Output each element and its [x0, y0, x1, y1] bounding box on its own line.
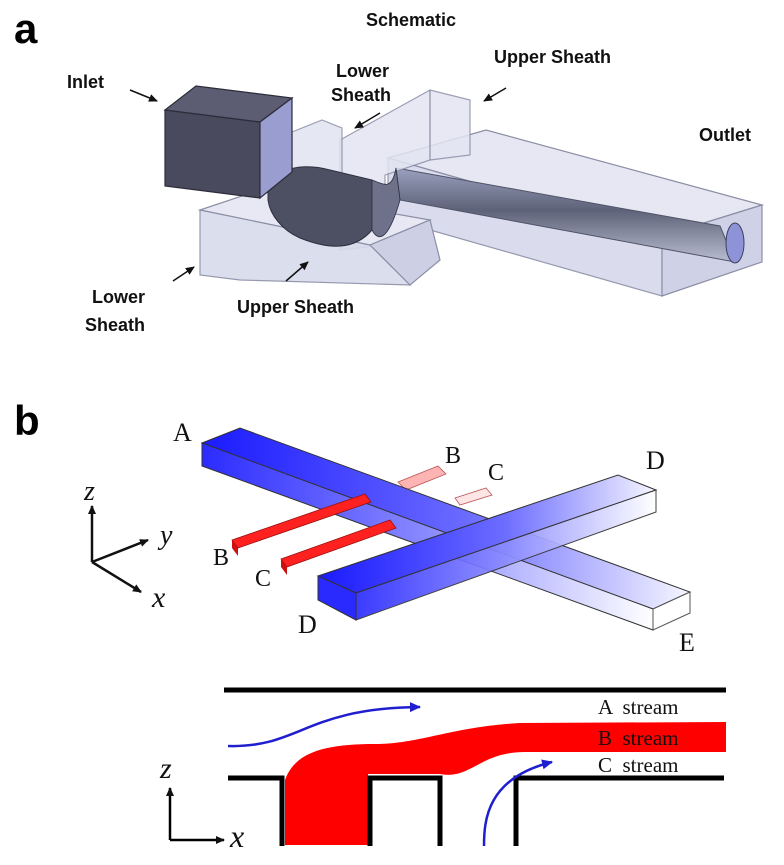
channel-label-e: E [679, 628, 695, 657]
channel-label-c-bottom: C [255, 566, 272, 592]
outlet-ellipse [725, 222, 745, 264]
label-lower-sheath-top-1: Lower [336, 61, 390, 81]
channel-label-d-top: D [646, 446, 665, 475]
stream-label-a: A stream [598, 695, 679, 719]
stream-label-b: B stream [598, 726, 679, 750]
label-outlet: Outlet [699, 125, 751, 145]
b-stream-region [285, 722, 726, 845]
axis-3d-z-label: z [84, 476, 95, 507]
annotation-arrows-a [129, 87, 507, 282]
bottom-wall-left [228, 775, 285, 846]
axis-3d-y-label: y [160, 520, 173, 551]
arm-a-e-end [652, 591, 691, 631]
bottom-wall-right [513, 775, 724, 846]
axis-2d-z-label: z [160, 752, 172, 785]
label-upper-sheath-bottom: Upper Sheath [237, 297, 355, 317]
inlet-block-side [259, 96, 293, 200]
sample-stream-body [267, 166, 373, 247]
panel-a-letter: a [14, 5, 38, 52]
bottom-wall-mid [367, 775, 443, 846]
axes-3d [88, 505, 149, 594]
panel-a-title: Schematic [366, 10, 457, 30]
channel-label-c-top: C [488, 460, 505, 486]
flow-arrow-a [227, 702, 421, 748]
axis-2d-x-label: x [230, 818, 245, 854]
label-lower-sheath-bottom-1: Lower [92, 287, 146, 307]
channel-c-back [454, 487, 493, 506]
cross-channel-3d [200, 427, 692, 631]
arm-d-front2 [355, 489, 657, 621]
label-upper-sheath-top: Upper Sheath [494, 47, 612, 67]
panel-b-letter: b [14, 397, 40, 444]
label-inlet: Inlet [67, 72, 105, 92]
channel-c-front [280, 519, 397, 568]
channel-label-d-bottom: D [298, 610, 317, 639]
channel-label-a: A [173, 418, 192, 447]
channel-label-b-top: B [445, 443, 462, 469]
flow-arrow-c [482, 759, 553, 847]
channel-b-front [231, 493, 372, 549]
label-lower-sheath-bottom-2: Sheath [85, 315, 146, 335]
channel-b-back [397, 465, 447, 491]
inlet-block-front [164, 109, 261, 199]
stream-label-c: C stream [598, 753, 679, 777]
label-lower-sheath-top-2: Sheath [331, 85, 392, 105]
schematic-3d [163, 85, 765, 297]
base-cross-side [368, 219, 441, 286]
cross-section-2d [166, 687, 726, 847]
axis-3d-x-label: x [152, 581, 166, 614]
channel-label-b-bottom: B [213, 545, 230, 571]
